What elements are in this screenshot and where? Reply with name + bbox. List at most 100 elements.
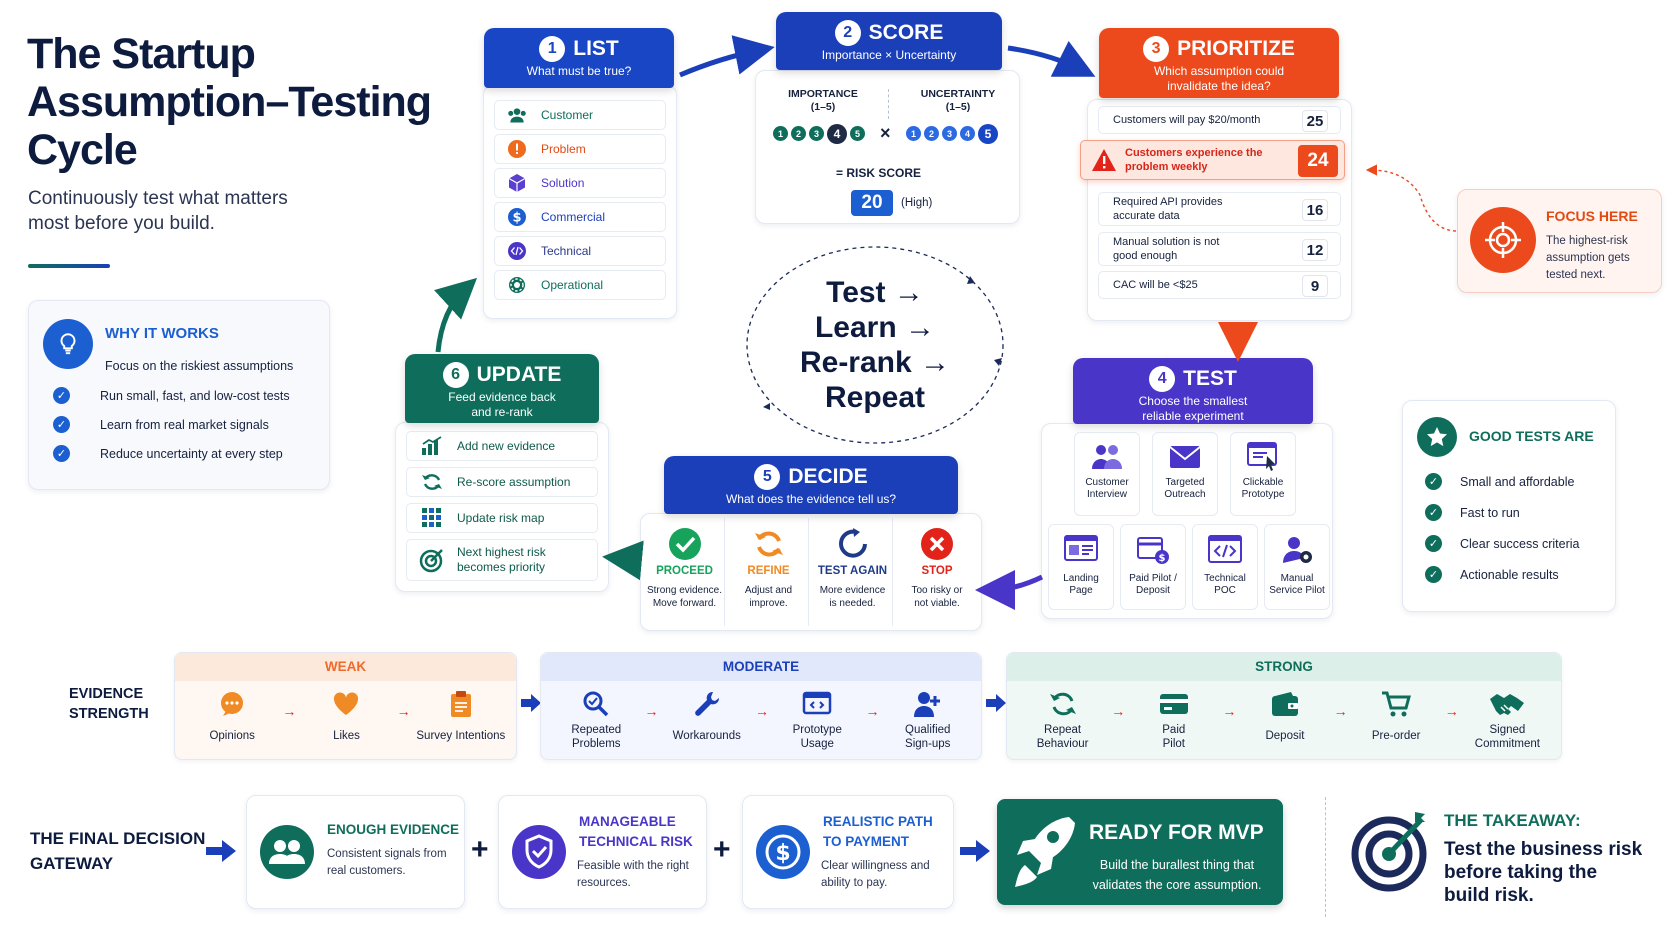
card-icon: [1118, 689, 1229, 719]
small-arrow-icon: →: [282, 703, 297, 719]
decision-title: TEST AGAIN: [817, 565, 888, 577]
code-icon: [507, 241, 527, 261]
band-arrow-icon: [521, 693, 541, 713]
good-test-item: ✓Fast to run: [1425, 504, 1520, 521]
target-icon: [1470, 207, 1536, 273]
handshake-icon: [1452, 689, 1563, 719]
decision-title: STOP: [921, 565, 953, 577]
svg-text:$: $: [1159, 553, 1166, 564]
plus-sign: +: [713, 833, 731, 866]
risk-score-value: 20: [851, 190, 893, 216]
warning-icon: [1091, 148, 1117, 176]
importance-dot: 4: [827, 124, 847, 144]
gear-icon: [507, 275, 527, 295]
good-test-item: ✓Clear success criteria: [1425, 535, 1579, 552]
why-item: Focus on the riskiest assumptions: [105, 359, 294, 373]
alert-icon: [507, 139, 527, 159]
search-icon: [541, 689, 652, 719]
evidence-item-label: Survey Intentions: [416, 730, 506, 742]
list-item-problem: Problem: [494, 134, 666, 164]
speech-bubble-icon: [175, 689, 289, 719]
check-icon: ✓: [1425, 504, 1442, 521]
takeaway-text: Test the business risk before taking the…: [1444, 839, 1643, 906]
evidence-item: Opinions →: [175, 689, 296, 743]
bullseye-icon: [1351, 812, 1427, 892]
priority-score: 16: [1302, 199, 1328, 221]
evidence-item-label: Opinions: [209, 730, 255, 742]
small-arrow-icon: →: [1111, 703, 1126, 719]
list-item-commercial: $Commercial: [494, 202, 666, 232]
rocket-icon: [1011, 815, 1075, 896]
wallet-icon: [1229, 689, 1340, 719]
grid-icon: [419, 508, 445, 528]
check-icon: ✓: [53, 416, 70, 433]
good-tests-card: GOOD TESTS ARE ✓Small and affordable ✓Fas…: [1402, 400, 1616, 612]
check-icon: ✓: [53, 387, 70, 404]
refresh-icon: [419, 472, 445, 492]
check-icon: ✓: [1425, 535, 1442, 552]
list-item-technical: Technical: [494, 236, 666, 266]
uncertainty-label: UNCERTAINTY(1–5): [920, 88, 996, 113]
small-arrow-icon: →: [1333, 703, 1348, 719]
list-item-solution: Solution: [494, 168, 666, 198]
importance-dot: 3: [809, 126, 824, 141]
uncertainty-dot: 2: [924, 126, 939, 141]
heart-icon: [289, 689, 403, 719]
priority-text: CAC will be <$25: [1113, 279, 1198, 291]
uncertainty-dot: 3: [942, 126, 957, 141]
retry-icon: [836, 527, 870, 561]
importance-dot: 2: [791, 126, 806, 141]
page-subtitle: Continuously test what matters most befo…: [28, 188, 288, 234]
cube-icon: [507, 173, 527, 193]
decision-title: REFINE: [747, 565, 790, 577]
evidence-item-label: Pre-order: [1371, 730, 1421, 742]
times-sign: ×: [880, 123, 891, 143]
why-heading: WHY IT WORKS: [105, 325, 219, 342]
score-divider: [888, 89, 889, 119]
why-item: ✓Reduce uncertainty at every step: [53, 445, 283, 462]
evidence-item: Deposit→: [1229, 689, 1348, 743]
dollar-icon: $: [507, 207, 527, 227]
list-item-operational: Operational: [494, 270, 666, 300]
cycle-text: Test → Learn → Re-rank → Repeat: [799, 276, 951, 414]
small-arrow-icon: →: [1444, 703, 1459, 719]
band-arrow-icon: [986, 693, 1006, 713]
svg-text:$: $: [512, 211, 521, 226]
team-icon: [259, 824, 315, 885]
good-heading: GOOD TESTS ARE: [1469, 428, 1594, 444]
good-test-item: ✓Small and affordable: [1425, 473, 1574, 490]
importance-dot: 5: [850, 126, 865, 141]
